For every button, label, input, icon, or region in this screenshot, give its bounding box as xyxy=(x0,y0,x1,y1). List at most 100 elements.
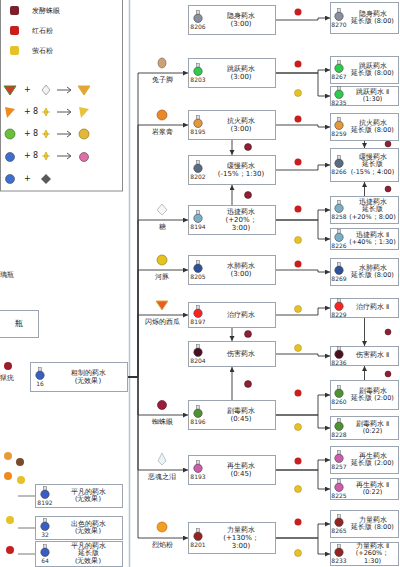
fermented-eye-icon xyxy=(245,192,252,199)
potion-name: 跳跃药水 Ⅱ (1:30) xyxy=(349,89,397,104)
potion-name: 缓慢药水 延长版 (-15%；4:00) xyxy=(349,154,397,176)
potion-text-wrap: 缓慢药水 延长版 (-15%；4:00) xyxy=(347,154,398,176)
potion-text-wrap: 力量药水 Ⅱ (+260%；1:30) xyxy=(347,543,398,565)
rabbit-foot-icon xyxy=(158,58,166,68)
potion-icon xyxy=(334,514,344,527)
connector-arrow xyxy=(276,470,330,489)
potion-icon xyxy=(334,346,344,359)
potion-box: 8202缓慢药水 (-15%；1:30) xyxy=(188,155,276,185)
potion-id-column: 8266 xyxy=(331,155,347,175)
potion-icon xyxy=(193,160,203,173)
diamond-icon xyxy=(42,85,50,95)
potion-text-wrap: 治疗药水 Ⅱ xyxy=(347,304,398,311)
potion-body xyxy=(335,233,343,241)
potion-box: 8204伤害药水 xyxy=(188,341,276,367)
potion-icon xyxy=(40,518,50,531)
potion-icon xyxy=(193,260,203,273)
potion-id: 8197 xyxy=(190,318,205,325)
potion-icon xyxy=(334,86,344,99)
potion-body xyxy=(335,121,343,129)
connector-arrow xyxy=(232,328,233,341)
connector-arrow xyxy=(276,524,330,538)
potion-id: 8229 xyxy=(331,311,346,318)
potion-icon xyxy=(334,8,344,21)
potion-id: 8270 xyxy=(331,21,346,28)
potion-id: 8205 xyxy=(190,273,205,280)
potion-body xyxy=(335,422,343,430)
chart-divider xyxy=(129,0,131,567)
ingredient-label: 闪烁的西瓜 xyxy=(140,318,184,326)
redstone-icon xyxy=(295,61,302,68)
item-icon xyxy=(4,472,12,480)
potion-id: 8204 xyxy=(190,357,205,364)
potion-name: 力量药水 Ⅱ (+260%；1:30) xyxy=(349,543,397,565)
gunpowder-icon xyxy=(41,174,51,184)
potion-name: 剧毒药水 (0:45) xyxy=(218,407,265,423)
formula-symbol: 8 xyxy=(33,108,38,116)
potion-body xyxy=(194,264,202,272)
redstone-icon xyxy=(295,9,302,16)
potion-body xyxy=(335,159,343,167)
connector-arrow xyxy=(128,377,188,415)
potion-id: 8260 xyxy=(331,398,346,405)
legend-swatch xyxy=(10,26,19,35)
potion-id: 8206 xyxy=(190,23,205,30)
potion-box: 8195抗火药水 (3:00) xyxy=(188,110,276,140)
formula-arrow xyxy=(57,109,71,115)
potion-id: 8202 xyxy=(190,173,205,180)
potion-body xyxy=(194,14,202,22)
connector-arrow xyxy=(128,377,188,470)
potion-name: 剧毒药水 Ⅱ (0:22) xyxy=(349,421,397,436)
glowstone-icon xyxy=(295,345,302,352)
connector-arrow xyxy=(128,125,188,377)
potion-text-wrap: 再生药水 Ⅱ (0:22) xyxy=(347,482,398,497)
potion-box: 8206隐身药水 (3:00) xyxy=(188,5,276,35)
connector-arrow xyxy=(364,141,365,148)
potion-id: 8225 xyxy=(331,492,346,499)
nether-wart-icon xyxy=(4,362,12,370)
potion-id: 64 xyxy=(41,557,49,564)
legend-frame xyxy=(1,0,123,191)
potion-body xyxy=(335,548,343,556)
spider-eye-icon xyxy=(158,401,167,410)
potion-box: 16粗制的药水 (无效果) xyxy=(30,362,128,392)
potion-body xyxy=(36,371,44,379)
potion-body xyxy=(335,90,343,98)
potion-id-column: 8226 xyxy=(331,229,347,249)
ingredient-label: 蜘蛛眼 xyxy=(140,418,184,426)
potion-name: 迅捷药水 (+20%；3:00) xyxy=(218,208,265,232)
potion-name: 力量药水 (+130%；3:00) xyxy=(218,526,265,550)
redstone-icon xyxy=(295,261,302,268)
potion-text-wrap: 再生药水 延长版 (2:00) xyxy=(347,453,398,468)
potion-id: 8236 xyxy=(331,359,346,366)
potion-box: 8196剧毒药水 (0:45) xyxy=(188,400,276,430)
potion-body xyxy=(335,350,343,358)
formula-symbol: 8 xyxy=(33,152,38,160)
potion-box: 8203跳跃药水 (3:00) xyxy=(188,58,276,88)
potion-id: 8195 xyxy=(190,128,205,135)
fermented-eye-icon xyxy=(385,186,391,192)
gold-nugget-icon xyxy=(42,152,50,160)
potion-icon xyxy=(334,385,344,398)
potion-body xyxy=(335,389,343,397)
connector-arrow xyxy=(128,73,188,377)
legend-text: 萤石粉 xyxy=(32,47,53,55)
potion-box: 8257再生药水 延长版 (2:00) xyxy=(330,446,399,474)
potion-body xyxy=(194,532,202,540)
potion-text-wrap: 跳跃药水 延长版 (8:00) xyxy=(347,63,398,78)
potion-id: 8257 xyxy=(331,463,346,470)
leader-line xyxy=(18,496,35,554)
potion-text-wrap: 隐身药水 (3:00) xyxy=(207,12,275,28)
potion-icon xyxy=(40,544,50,557)
potion-box: 8228剧毒药水 Ⅱ (0:22) xyxy=(330,416,399,440)
redstone-icon xyxy=(295,519,302,526)
connector-arrow xyxy=(276,73,330,96)
potion-name: 治疗药水 xyxy=(227,311,255,319)
potion-name: 迅捷药水 Ⅱ (+40%；1:30) xyxy=(349,232,397,247)
potion-text-wrap: 剧毒药水 Ⅱ (0:22) xyxy=(347,421,398,436)
potion-name: 出色的药水 (无效果) xyxy=(65,521,111,536)
formula-symbol: 8 xyxy=(33,130,38,138)
potion-name: 伤害药水 Ⅱ xyxy=(356,352,389,359)
potion-body xyxy=(335,266,343,274)
